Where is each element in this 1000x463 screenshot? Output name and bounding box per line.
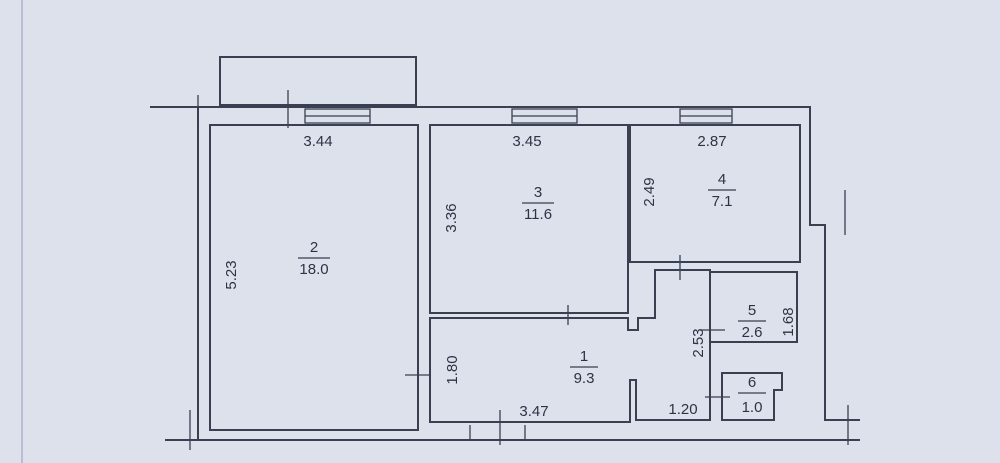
windows xyxy=(304,108,733,124)
dim-room1-length: 1.80 xyxy=(444,355,461,384)
room-number: 3 xyxy=(534,184,542,201)
room-area: 18.0 xyxy=(299,261,328,278)
dim-room4-length: 2.49 xyxy=(641,177,658,206)
room-area: 1.0 xyxy=(742,399,763,416)
dim-room2-length: 5.23 xyxy=(223,260,240,289)
room-2 xyxy=(209,124,419,431)
room-area: 7.1 xyxy=(712,193,733,210)
dim-room1-width: 3.47 xyxy=(519,403,548,420)
room-3-label: 3 11.6 xyxy=(522,184,554,223)
room-area: 2.6 xyxy=(742,324,763,341)
room-number: 6 xyxy=(748,374,756,391)
room-number: 5 xyxy=(748,302,756,319)
dim-room3-length: 3.36 xyxy=(443,203,460,232)
room-number: 4 xyxy=(718,171,726,188)
dim-room2-width: 3.44 xyxy=(303,133,332,150)
room-2-label: 2 18.0 xyxy=(298,239,330,278)
outer-walls xyxy=(150,90,860,450)
room-number: 1 xyxy=(580,348,588,365)
room-6 xyxy=(721,372,783,421)
room-4-label: 4 7.1 xyxy=(708,171,736,210)
room-5 xyxy=(709,271,798,343)
room-3 xyxy=(429,124,629,314)
door-marks xyxy=(405,255,730,398)
room-1-label: 1 9.3 xyxy=(570,348,598,387)
dim-corridor-width: 1.20 xyxy=(668,401,697,418)
room-5-label: 5 2.6 xyxy=(738,302,766,341)
room-area: 11.6 xyxy=(524,206,552,223)
dim-room3-width: 3.45 xyxy=(512,133,541,150)
dim-corridor-length: 2.53 xyxy=(690,328,707,357)
balcony xyxy=(219,56,417,106)
room-1 xyxy=(429,269,711,423)
room-area: 9.3 xyxy=(574,370,595,387)
dim-room5-length: 1.68 xyxy=(780,307,797,336)
room-number: 2 xyxy=(310,239,318,256)
room-6-label: 6 1.0 xyxy=(738,374,766,416)
dim-room4-width: 2.87 xyxy=(697,133,726,150)
room-4 xyxy=(629,124,801,263)
